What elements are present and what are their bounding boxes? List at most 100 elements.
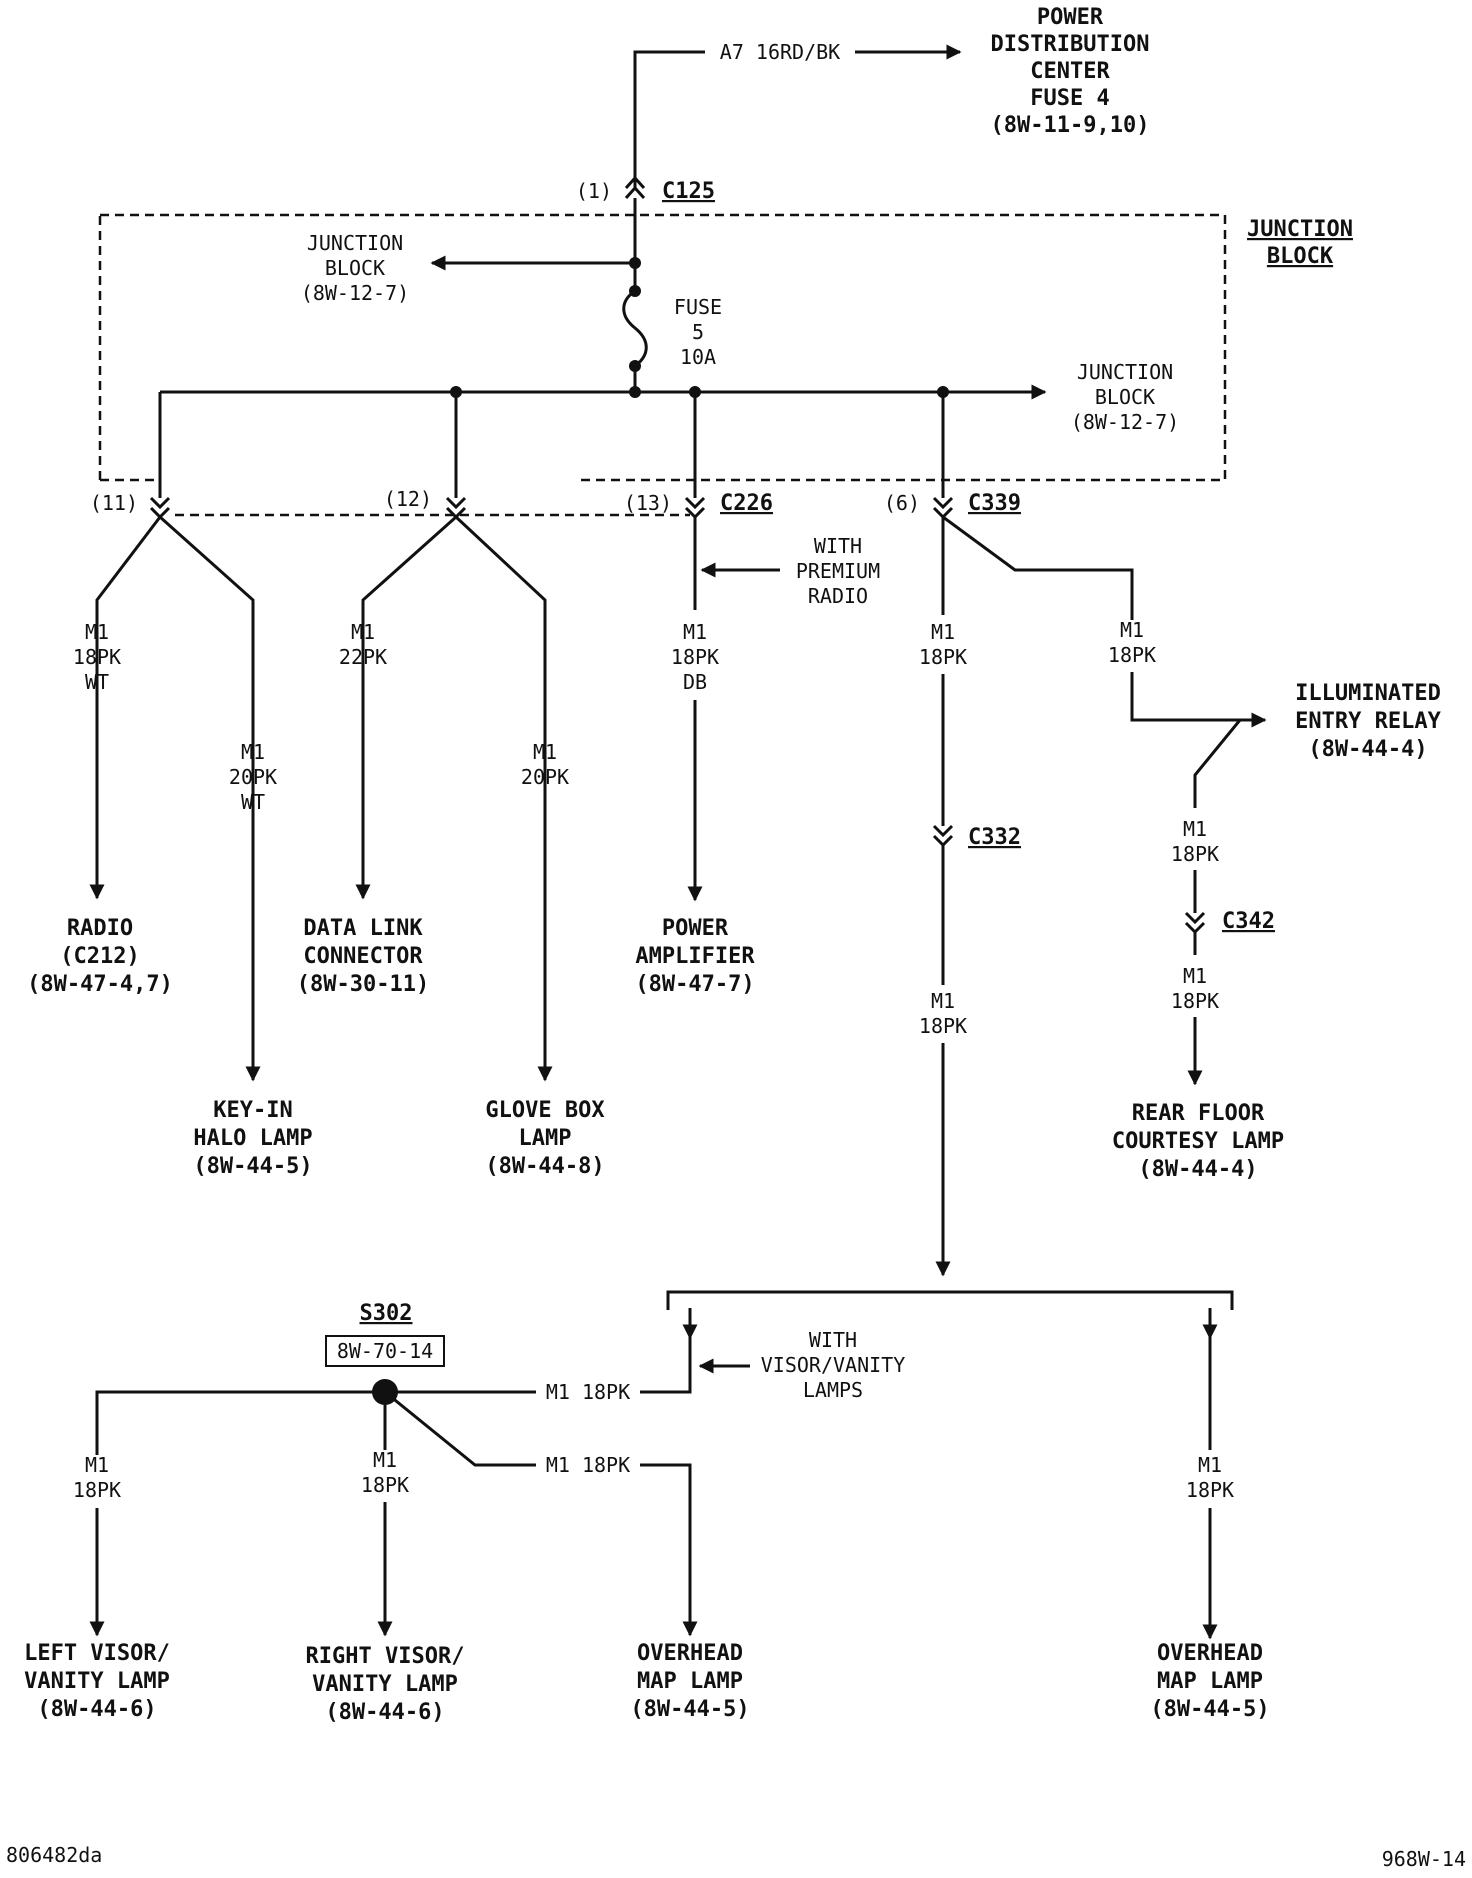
jb-left-ref-2: BLOCK: [325, 256, 385, 280]
relay-down-wire-1: M1: [1183, 817, 1207, 841]
left-visor-label-2: VANITY LAMP: [24, 1669, 170, 1694]
relay-label-2: ENTRY RELAY: [1295, 709, 1441, 734]
jb-output-connectors: (11) (12) (13) C226 (6) C339: [90, 487, 1021, 520]
c125-label: C125: [662, 179, 715, 204]
amp-label-1: POWER: [662, 916, 729, 941]
branch-12: M1 22PK M1 20PK DATA LINK CONNECTOR (8W-…: [297, 515, 605, 1179]
relay-label-3: (8W-44-4): [1308, 737, 1427, 762]
keyin-label-1: KEY-IN: [213, 1098, 292, 1123]
keyin-wire-1: M1: [241, 740, 265, 764]
c339-right-wire-2: 18PK: [1108, 643, 1156, 667]
amp-wire-3: DB: [683, 670, 707, 694]
pdc-label-3: CENTER: [1030, 59, 1110, 84]
pdc-label-2: DISTRIBUTION: [991, 32, 1150, 57]
keyin-wire-3: WT: [241, 790, 265, 814]
map1-label-2: MAP LAMP: [637, 1669, 743, 1694]
pin-11: (11): [90, 491, 138, 515]
left-visor-wire-1: M1: [85, 1453, 109, 1477]
junction-block: JUNCTION BLOCK JUNCTION BLOCK (8W-12-7) …: [98, 213, 1353, 517]
amp-wire-2: 18PK: [671, 645, 719, 669]
rear-floor-label-1: REAR FLOOR: [1132, 1101, 1265, 1126]
s302-ref: 8W-70-14: [337, 1339, 433, 1363]
left-visor-label-3: (8W-44-6): [37, 1697, 156, 1722]
c339-label: C339: [968, 491, 1021, 516]
c226-label: C226: [720, 491, 773, 516]
rear-floor-label-3: (8W-44-4): [1138, 1157, 1257, 1182]
left-visor-label-1: LEFT VISOR/: [24, 1641, 170, 1666]
rear-floor-label-2: COURTESY LAMP: [1112, 1129, 1284, 1154]
glove-label-3: (8W-44-8): [485, 1154, 604, 1179]
c332-down-wire-2: 18PK: [919, 1014, 967, 1038]
dlc-label-1: DATA LINK: [303, 916, 423, 941]
glove-wire-2: 20PK: [521, 765, 569, 789]
map2-wire-2: 18PK: [1186, 1478, 1234, 1502]
fuse-5: FUSE 5 10A: [622, 263, 722, 392]
visor-note-3: LAMPS: [803, 1378, 863, 1402]
branch-11: M1 18PK WT M1 20PK WT RADIO (C212) (8W-4…: [27, 515, 313, 1179]
map1-label-1: OVERHEAD: [637, 1641, 743, 1666]
pdc-label-1: POWER: [1037, 5, 1104, 30]
s302-ref-box: [325, 1335, 445, 1367]
footer-right: 968W-14: [1382, 1847, 1466, 1871]
dlc-label-2: CONNECTOR: [303, 944, 423, 969]
footer-left: 806482da: [6, 1843, 102, 1867]
glove-label-2: LAMP: [519, 1126, 572, 1151]
keyin-label-3: (8W-44-5): [193, 1154, 312, 1179]
right-visor-wire-1: M1: [373, 1448, 397, 1472]
map2-label-1: OVERHEAD: [1157, 1641, 1263, 1666]
branch-13: WITH PREMIUM RADIO M1 18PK DB POWER AMPL…: [635, 517, 880, 997]
c332-down-wire-1: M1: [931, 989, 955, 1013]
c339-right-wire-1: M1: [1120, 618, 1144, 642]
s302-in-wire: M1 18PK: [546, 1380, 630, 1404]
glove-wire-1: M1: [533, 740, 557, 764]
map1-label-3: (8W-44-5): [630, 1697, 749, 1722]
premium-note-2: PREMIUM: [796, 559, 880, 583]
c125-pin: (1): [576, 179, 612, 203]
radio-label-1: RADIO: [67, 916, 133, 941]
relay-down-wire-2: 18PK: [1171, 842, 1219, 866]
c339-down-wire-1: M1: [931, 620, 955, 644]
jb-left-ref-1: JUNCTION: [307, 231, 403, 255]
connector-c125: (1) C125: [576, 175, 715, 263]
dlc-label-3: (8W-30-11): [297, 972, 429, 997]
radio-wire-3: WT: [85, 670, 109, 694]
right-visor-label-2: VANITY LAMP: [312, 1672, 458, 1697]
amp-label-2: AMPLIFIER: [635, 944, 755, 969]
map2-wire-1: M1: [1198, 1453, 1222, 1477]
keyin-label-2: HALO LAMP: [193, 1126, 312, 1151]
c332-label: C332: [968, 825, 1021, 850]
jb-right-ref-1: JUNCTION: [1077, 360, 1173, 384]
visor-note-1: WITH: [809, 1328, 857, 1352]
c342-label: C342: [1222, 909, 1275, 934]
premium-note-1: WITH: [814, 534, 862, 558]
radio-wire-2: 18PK: [73, 645, 121, 669]
overhead-console: WITH VISOR/VANITY LAMPS M1 18PK M1 18PK …: [385, 1290, 1270, 1722]
s302-map-wire: M1 18PK: [546, 1453, 630, 1477]
amp-label-3: (8W-47-7): [635, 972, 754, 997]
right-visor-wire-2: 18PK: [361, 1473, 409, 1497]
radio-wire-1: M1: [85, 620, 109, 644]
pin-6: (6): [884, 491, 920, 515]
power-distribution-center: A7 16RD/BK POWER DISTRIBUTION CENTER FUS…: [633, 5, 1150, 190]
premium-note-3: RADIO: [808, 584, 868, 608]
s302-name: S302: [360, 1301, 413, 1326]
right-visor-label-1: RIGHT VISOR/: [306, 1644, 465, 1669]
map2-label-3: (8W-44-5): [1150, 1697, 1269, 1722]
amp-wire-1: M1: [683, 620, 707, 644]
keyin-wire-2: 20PK: [229, 765, 277, 789]
fuse-label-1: FUSE: [674, 295, 722, 319]
pdc-label-4: FUSE 4: [1030, 86, 1109, 111]
radio-label-3: (8W-47-4,7): [27, 972, 173, 997]
dlc-wire-1: M1: [351, 620, 375, 644]
c339-down-wire-2: 18PK: [919, 645, 967, 669]
pin-12: (12): [384, 487, 432, 511]
glove-label-1: GLOVE BOX: [485, 1098, 604, 1123]
fuse-label-3: 10A: [680, 345, 716, 369]
jb-title-2: BLOCK: [1267, 244, 1334, 269]
jb-left-ref-3: (8W-12-7): [301, 281, 409, 305]
jb-title-1: JUNCTION: [1247, 217, 1353, 242]
c342-down-wire-1: M1: [1183, 964, 1207, 988]
map2-label-2: MAP LAMP: [1157, 1669, 1263, 1694]
splice-s302: S302 8W-70-14 M1 18PK LEFT VISOR/ VANITY…: [24, 1301, 749, 1725]
